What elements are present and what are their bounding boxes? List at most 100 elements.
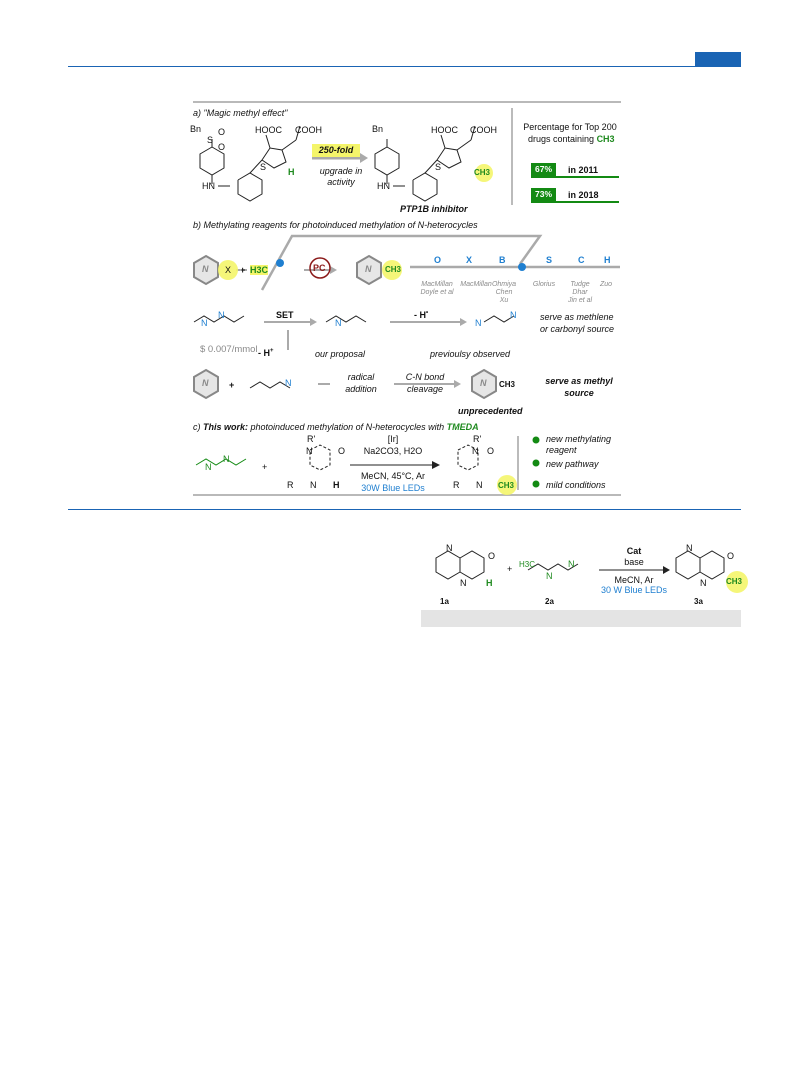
stat1-badge: 67% [531, 163, 557, 176]
serve-methlene-line1: serve as methlene [540, 312, 614, 322]
tmeda-c-n1: N [223, 454, 230, 464]
header-rule [68, 66, 741, 67]
minus-h-label: - H• [414, 310, 429, 320]
unprecedented-label: unprecedented [458, 406, 523, 416]
plus-sign-2: + [229, 380, 235, 390]
r-label: R [287, 480, 294, 490]
cond-light: 30W Blue LEDs [361, 483, 425, 493]
rxn-cat: Cat [626, 546, 642, 556]
inhibitor-label: PTP1B inhibitor [400, 204, 468, 214]
hn-label-2: HN [377, 181, 390, 191]
section-c-tmeda: TMEDA [446, 422, 479, 432]
rxn-base: base [624, 557, 644, 567]
stat2-underline [531, 201, 619, 203]
minus-h-plus-text: - H [258, 348, 270, 358]
radical-cation-n: N [335, 318, 342, 328]
label-2a: 2a [545, 597, 554, 606]
feature-1-line1: new methylating [546, 434, 612, 444]
cn-cleavage-line1: C-N bond [405, 372, 445, 382]
timeline-letter-o: O [434, 255, 442, 265]
figure-top-rule [193, 101, 621, 103]
r-prime-product: R' [473, 434, 482, 444]
radical-n: N [285, 378, 292, 388]
stat1-underline [531, 176, 619, 178]
r-prime-label: R' [307, 434, 316, 444]
tmeda-n0: N [201, 318, 208, 328]
header-tab [695, 52, 741, 67]
plus-sign-c: + [262, 462, 268, 472]
tmeda-c-n0: N [205, 462, 212, 472]
stat1-year: in 2011 [568, 165, 599, 175]
rxn-ch3-3a: CH3 [726, 577, 743, 586]
rxn-o-3a: O [727, 551, 735, 561]
cooh-label-2: COOH [470, 125, 497, 135]
hooc-label-1: HOOC [255, 125, 282, 135]
rxn-n-methyl-3a: N [686, 543, 693, 553]
o-label-product: O [487, 446, 495, 456]
timeline-letter-b: B [499, 255, 506, 265]
section-rule [68, 509, 741, 510]
sulfonyl-o-1b: O [218, 142, 226, 152]
bn-label-2: Bn [372, 124, 384, 134]
rxn-n-2a-2: N [568, 559, 575, 569]
rxn-n-1a: N [460, 578, 467, 588]
r-label-product: R [453, 480, 460, 490]
previously-observed: previoulsy observed [430, 349, 511, 359]
tmeda-n1: N [218, 310, 225, 320]
section-c-prefix: c) [193, 422, 203, 432]
n-bottom-product: N [476, 480, 483, 490]
radical-addition-line2: addition [345, 384, 377, 394]
pct-title-line1: Percentage for Top 200 [523, 122, 617, 132]
n-top-label: N [306, 446, 313, 456]
ch3-label-b: CH3 [385, 265, 402, 274]
set-label: SET [276, 310, 294, 320]
pyridine-n-4: N [480, 378, 487, 388]
feature-3: mild conditions [546, 480, 606, 490]
h3c-label: H3C [250, 265, 269, 276]
rxn-h3c: H3C [519, 560, 536, 569]
cn-cleavage-line2: cleavage [406, 384, 444, 394]
minus-h-text: - H [414, 310, 426, 320]
stat2-badge: 73% [531, 188, 557, 201]
authors-b-3: Xu [499, 297, 509, 304]
pyridine-n-3: N [202, 378, 209, 388]
upgrade-text-line1: upgrade in [319, 166, 363, 176]
serve-methyl-line1: serve as methyl [545, 376, 613, 386]
authors-b-2: Chen [495, 289, 513, 296]
authors-x-1: MacMillan [460, 281, 492, 288]
fold-badge: 250-fold [312, 144, 360, 157]
o-label-c: O [338, 446, 346, 456]
section-c-rest: photoinduced methylation of N-heterocycl… [248, 422, 447, 432]
sulfonyl-o-1: O [218, 127, 226, 137]
our-proposal: our proposal [315, 349, 366, 359]
rxn-o-1a: O [488, 551, 496, 561]
timeline-letter-h: H [604, 255, 611, 265]
authors-o-1: MacMillan [421, 281, 453, 288]
pct-title-text: drugs containing [528, 134, 595, 144]
bn-label-1: Bn [190, 124, 202, 134]
authors-o-2: Doyle et al [420, 289, 454, 296]
n-top-product: N [472, 446, 479, 456]
iminium-n: N [475, 318, 482, 328]
rxn-n-methyl: N [446, 543, 453, 553]
rxn-n-3a: N [700, 578, 707, 588]
authors-c-3: Jin et al [567, 297, 593, 304]
authors-s-1: Glorius [532, 281, 556, 288]
pc-label: PC [313, 263, 326, 273]
h-label-1: H [288, 167, 295, 177]
pct-ch3: CH3 [596, 134, 615, 144]
table-caption-bar [421, 610, 741, 627]
iminium-n2: N [510, 310, 517, 320]
serve-methlene-line2: or carbonyl source [540, 324, 615, 334]
n-bottom-label: N [310, 480, 317, 490]
rxn-n-2a-1: N [546, 571, 553, 581]
rxn-light: 30 W Blue LEDs [600, 585, 668, 595]
cooh-label-1: COOH [295, 125, 322, 135]
hn-label-1: HN [202, 181, 215, 191]
authors-c-2: Dhar [572, 289, 588, 296]
pyridine-n-1: N [202, 264, 209, 274]
serve-methyl-line2: source [564, 388, 594, 398]
leaving-group-x: X [225, 265, 232, 275]
section-c-bold: This work: [203, 422, 249, 432]
